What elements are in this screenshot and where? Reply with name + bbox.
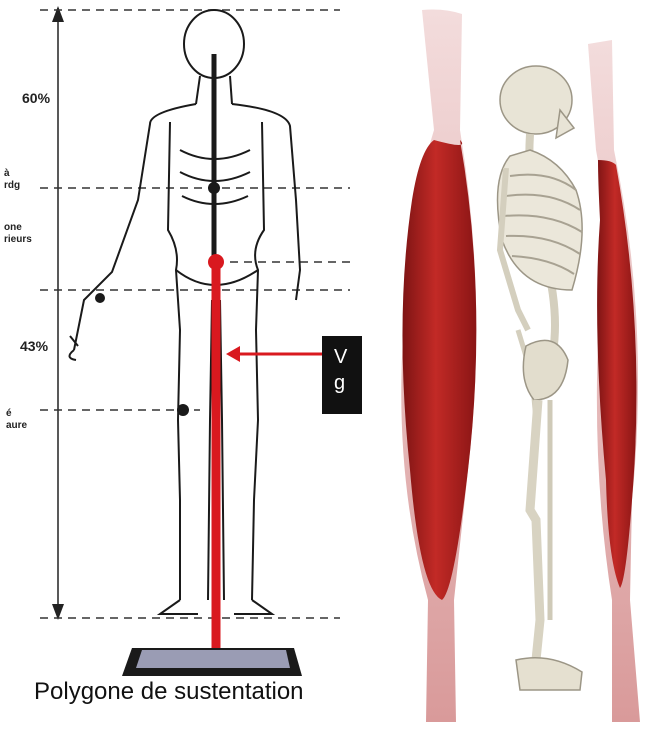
body-outline bbox=[69, 10, 300, 614]
caption-polygone-de-sustentation: Polygone de sustentation bbox=[34, 678, 304, 706]
muscle-right bbox=[588, 40, 640, 722]
muscle-skeleton-drawing bbox=[350, 0, 672, 724]
muscle-skeleton-illustration bbox=[350, 0, 672, 724]
posture-diagram: 60% 43% à rdg one rieurs é aure V g Poly… bbox=[0, 0, 350, 724]
side-label-a: à rdg bbox=[4, 168, 20, 192]
muscle-left bbox=[401, 10, 476, 723]
body-figure-drawing bbox=[0, 0, 350, 724]
percent-label-middle: 43% bbox=[20, 338, 48, 354]
percent-label-top: 60% bbox=[22, 90, 50, 106]
skeleton-side-view bbox=[498, 66, 583, 690]
reference-lines bbox=[40, 10, 350, 618]
side-label-c: é aure bbox=[6, 408, 27, 432]
side-label-b: one rieurs bbox=[4, 222, 32, 246]
